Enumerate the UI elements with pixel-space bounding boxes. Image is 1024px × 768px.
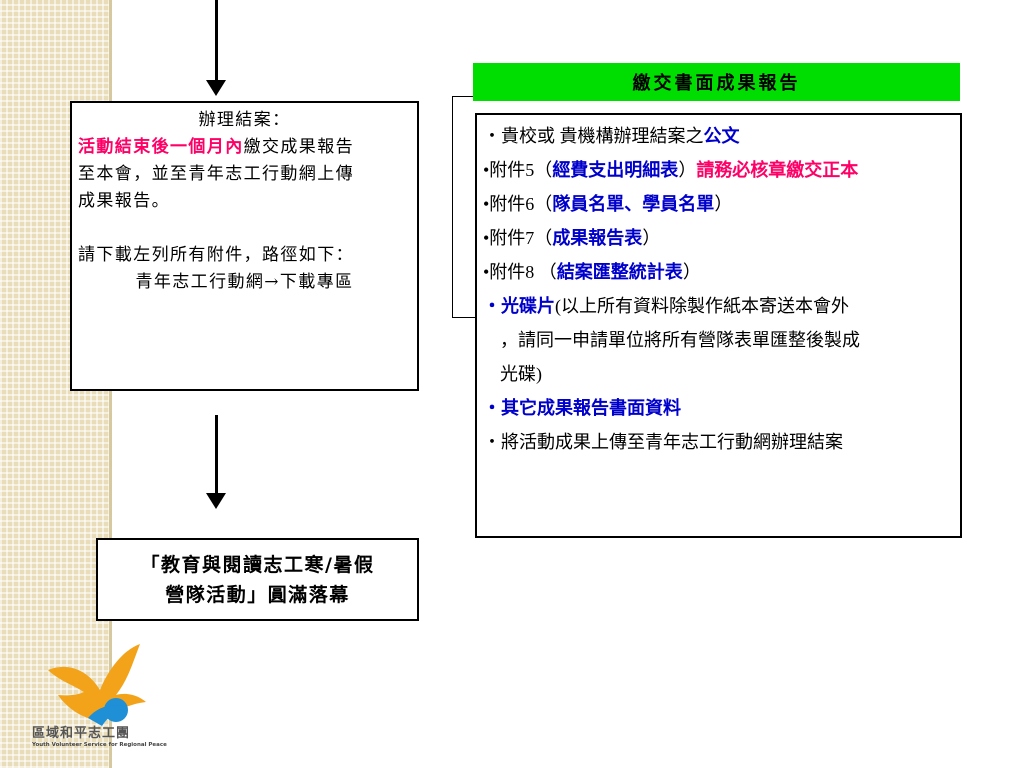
- item-text: ‧貴校或 貴機構辦理結案之: [483, 126, 704, 146]
- completion-line-2: 營隊活動」圓滿落幕: [165, 583, 350, 606]
- item-text: ）: [642, 228, 661, 248]
- item-highlight: 結案匯整統計表: [556, 262, 683, 282]
- item-bullet: ‧: [483, 398, 501, 418]
- submission-header-title: 繳交書面成果報告: [632, 73, 801, 94]
- deadline-highlight: 活動結束後一個月內: [78, 137, 244, 157]
- submission-header: 繳交書面成果報告: [473, 63, 960, 101]
- closing-title: 辦理結案：: [198, 110, 291, 130]
- download-instruction: 請下載左列所有附件，路徑如下：: [78, 245, 354, 265]
- item-text: ）: [682, 262, 701, 282]
- download-path: 青年志工行動網→下載專區: [135, 272, 354, 292]
- closing-line-2: 至本會，並至青年志工行動網上傳: [78, 164, 354, 184]
- checklist-item-cd-continued: ，請同一申請單位將所有營隊表單匯整後製成: [500, 330, 860, 350]
- blank-line: [78, 215, 411, 242]
- closing-line-3: 成果報告。: [78, 191, 170, 211]
- checklist-item-upload: ‧將活動成果上傳至青年志工行動網辦理結案: [483, 432, 843, 452]
- item-highlight: 隊員名單、學員名單: [552, 194, 715, 214]
- item-text: ）: [678, 160, 697, 180]
- checklist-item-other-materials: ‧其它成果報告書面資料: [483, 391, 954, 425]
- bottom-arrow-line: [215, 415, 218, 495]
- closing-line-1: 活動結束後一個月內繳交成果報告: [78, 134, 411, 161]
- checklist-item-attachment-5: •附件5（經費支出明細表）請務必核章繳交正本: [483, 153, 954, 187]
- item-highlight: 成果報告表: [552, 228, 643, 248]
- item-text: •附件7（: [483, 228, 553, 248]
- bracket-bottom-tick: [452, 317, 475, 318]
- bracket-connector: [452, 96, 453, 317]
- item-highlight: 經費支出明細表: [552, 160, 679, 180]
- checklist-item-attachment-6: •附件6（隊員名單、學員名單）: [483, 187, 954, 221]
- checklist-item-attachment-7: •附件7（成果報告表）: [483, 221, 954, 255]
- item-text: ）: [714, 194, 733, 214]
- item-text: •附件8 （: [483, 262, 557, 282]
- checklist-item-cd-continued-2: 光碟): [500, 364, 542, 384]
- completion-box: 「教育與閱讀志工寒/暑假營隊活動」圓滿落幕: [96, 538, 419, 621]
- item-warning: 請務必核章繳交正本: [696, 160, 859, 180]
- item-highlight: 其它成果報告書面資料: [501, 398, 681, 418]
- checklist-item-official-letter: ‧貴校或 貴機構辦理結案之公文: [483, 119, 954, 153]
- top-arrow-line: [215, 0, 218, 82]
- closing-instructions-box: 辦理結案： 活動結束後一個月內繳交成果報告 至本會，並至青年志工行動網上傳 成果…: [70, 101, 419, 391]
- item-text: •附件6（: [483, 194, 553, 214]
- item-text: •附件5（: [483, 160, 553, 180]
- dove-logo-icon: [48, 644, 146, 726]
- logo-subtitle: Youth Volunteer Service for Regional Pea…: [32, 742, 167, 748]
- item-text: (以上所有資料除製作紙本寄送本會外: [555, 296, 849, 316]
- checklist-item-cd: ‧光碟片(以上所有資料除製作紙本寄送本會外: [483, 289, 954, 323]
- completion-line-1: 「教育與閱讀志工寒/暑假: [140, 553, 375, 576]
- closing-line-1-rest: 繳交成果報告: [243, 137, 355, 157]
- item-highlight: 光碟片: [501, 296, 555, 316]
- bracket-top-tick: [452, 96, 475, 97]
- top-arrowhead: [206, 80, 226, 96]
- checklist-item-attachment-8: •附件8 （結案匯整統計表）: [483, 255, 954, 289]
- completion-text: 「教育與閱讀志工寒/暑假營隊活動」圓滿落幕: [141, 550, 375, 610]
- logo-name: 區域和平志工團: [32, 726, 131, 741]
- bottom-arrowhead: [206, 493, 226, 509]
- submission-checklist: ‧貴校或 貴機構辦理結案之公文 •附件5（經費支出明細表）請務必核章繳交正本 •…: [475, 113, 962, 538]
- item-highlight: 公文: [703, 126, 740, 146]
- item-bullet: ‧: [483, 296, 501, 316]
